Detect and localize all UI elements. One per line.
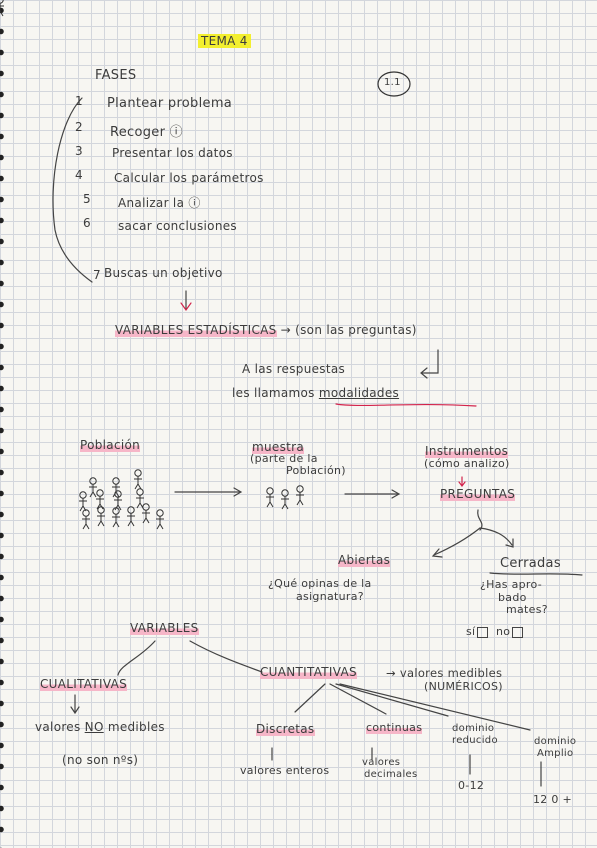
modalidades-term: modalidades [318, 386, 400, 400]
variables-estadisticas-line: VARIABLES ESTADÍSTICAS → (son las pregun… [115, 323, 417, 337]
continuas-desc-1: valores [362, 757, 401, 768]
poblacion-label: Población [80, 438, 141, 452]
si-no-options: sí no [466, 625, 524, 638]
dominio-amplio-2: Amplio [537, 748, 574, 759]
variables-estadisticas-note: → (son las preguntas) [280, 323, 417, 337]
cualitativas-desc-pre: valores [35, 720, 81, 734]
checkbox-icon [477, 626, 489, 638]
instrumentos-note: (cómo analizo) [424, 457, 510, 470]
discretas-desc: valores enteros [240, 764, 330, 777]
step-text: Recoger ⓘ [110, 125, 183, 140]
dominio-amplio-1: dominio [534, 736, 577, 747]
step-number: 6 [83, 216, 91, 230]
spiral-binding [0, 0, 6, 848]
abiertas-example-1: ¿Qué opinas de la [268, 577, 372, 590]
variables-estadisticas-term: VARIABLES ESTADÍSTICAS [115, 323, 277, 337]
step-text: Buscas un objetivo [104, 266, 223, 280]
section-badge: 1.1 [384, 77, 401, 88]
respuestas-line1: A las respuestas [242, 362, 346, 376]
cuantitativas-note-2: (NUMÉRICOS) [424, 680, 503, 693]
step-number: 5 [83, 192, 91, 206]
dominio-amplio-example: 12 0 + [533, 793, 573, 806]
si-option: sí [466, 625, 476, 638]
continuas-label: continuas [366, 721, 423, 734]
muestra-note-1: (parte de la [250, 452, 318, 465]
step-number: 1 [75, 94, 83, 108]
cerradas-example-2: bado [498, 591, 527, 604]
step-text: Presentar los datos [112, 146, 233, 160]
cualitativas-desc-post: medibles [107, 720, 165, 734]
cuantitativas-label: CUANTITATIVAS [260, 665, 357, 679]
variables-heading: VARIABLES [130, 621, 199, 635]
fases-heading: FASES [95, 68, 137, 83]
dominio-reducido-1: dominio [452, 723, 495, 734]
continuas-desc-2: decimales [364, 769, 418, 780]
step-number: 7 [93, 268, 101, 282]
cualitativas-desc: valores NO medibles [35, 720, 165, 734]
step-text: Calcular los parámetros [114, 171, 264, 185]
respuestas-line2-pre: les llamamos [232, 386, 315, 400]
cerradas-example-1: ¿Has apro- [480, 578, 542, 591]
step-number: 4 [75, 168, 83, 182]
cerradas-label: Cerradas [500, 556, 561, 571]
muestra-note-2: Población) [286, 464, 346, 477]
abiertas-label: Abiertas [338, 553, 391, 567]
cualitativas-desc-no: NO [84, 720, 104, 734]
muestra-label: muestra [252, 440, 305, 454]
discretas-label: Discretas [256, 722, 315, 736]
cerradas-example-3: mates? [506, 603, 548, 616]
no-option: no [495, 625, 511, 638]
abiertas-example-2: asignatura? [296, 590, 364, 603]
step-number: 3 [75, 144, 83, 158]
cualitativas-note: (no son nºs) [62, 753, 139, 767]
step-text: Analizar la ⓘ [118, 196, 201, 210]
cualitativas-label: CUALITATIVAS [40, 677, 128, 691]
respuestas-line2: les llamamos modalidades [232, 386, 399, 400]
cuantitativas-note-1: → valores medibles [386, 666, 503, 680]
preguntas-label: PREGUNTAS [440, 487, 516, 501]
step-text: sacar conclusiones [118, 219, 237, 233]
dominio-reducido-2: reducido [452, 735, 498, 746]
instrumentos-label: Instrumentos [425, 444, 509, 458]
checkbox-icon [512, 626, 524, 638]
page-title: TEMA 4 [198, 34, 251, 48]
step-number: 2 [75, 120, 83, 134]
dominio-reducido-example: 0-12 [458, 779, 485, 792]
step-text: Plantear problema [107, 96, 233, 111]
